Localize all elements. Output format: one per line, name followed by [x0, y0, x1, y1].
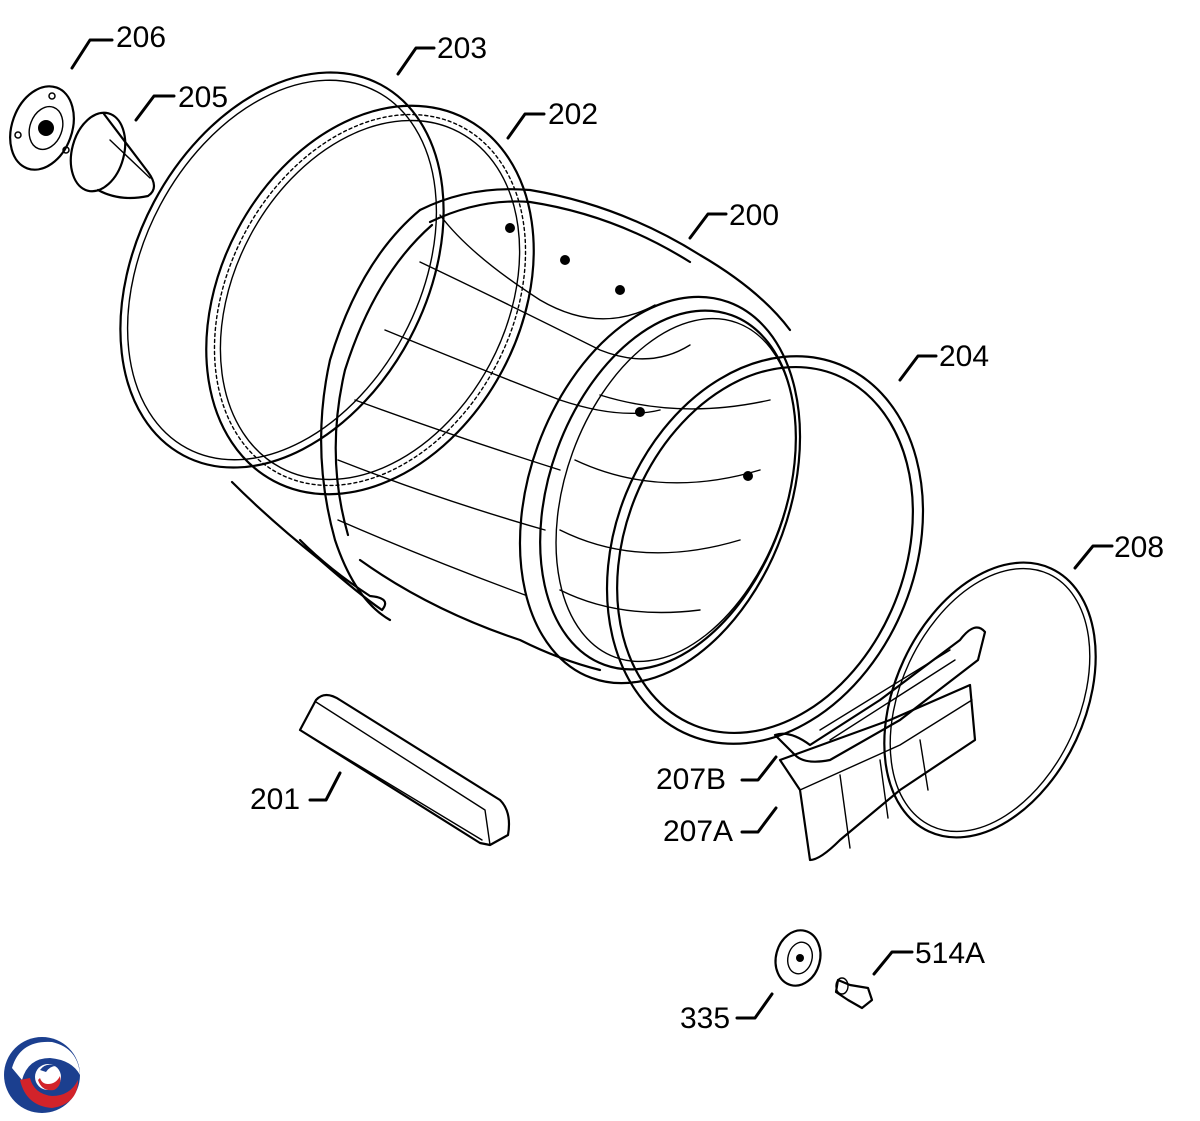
- label-514a: 514A: [915, 937, 985, 970]
- label-202: 202: [548, 98, 598, 131]
- label-206: 206: [116, 21, 166, 54]
- label-203: 203: [437, 32, 487, 65]
- part-205-cone-bearing: [69, 111, 156, 200]
- part-200-drum: [320, 188, 802, 685]
- part-208-filter-seal: [883, 561, 1097, 839]
- label-204: 204: [939, 340, 989, 373]
- part-514a-axle: [834, 977, 874, 1010]
- leader-lines: [70, 38, 1114, 1020]
- part-labels: 206 205 203 202 200 204 208 201 207B 207…: [116, 21, 1164, 1035]
- part-203-seal-ring: [119, 71, 445, 612]
- part-204-rear-ring: [605, 355, 925, 745]
- label-200: 200: [729, 199, 779, 232]
- label-205: 205: [178, 81, 228, 114]
- label-201: 201: [250, 783, 300, 816]
- label-207a: 207A: [663, 815, 733, 848]
- part-206-bearing-housing: [9, 85, 75, 171]
- label-335: 335: [680, 1002, 730, 1035]
- brand-swirl-logo: [4, 1037, 80, 1113]
- part-202-felt-seal: [205, 104, 535, 496]
- part-335-roller: [774, 929, 822, 987]
- label-207b: 207B: [656, 763, 726, 796]
- part-201-baffle: [298, 693, 511, 847]
- part-207-lint-filter: [773, 626, 987, 862]
- label-208: 208: [1114, 531, 1164, 564]
